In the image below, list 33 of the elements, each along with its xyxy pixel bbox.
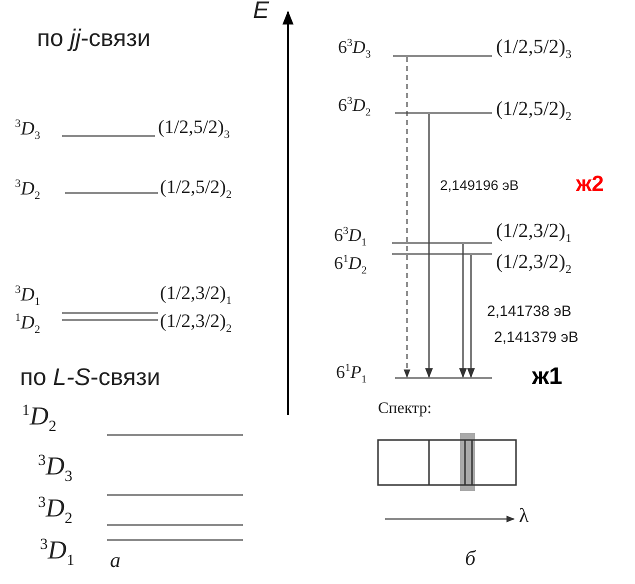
coupling-heading: по L-S-связи bbox=[20, 365, 160, 392]
state-label: (1/2,3/2)$_{2}$ bbox=[496, 251, 572, 276]
term-label: $^{3}$D$_{2}$ bbox=[15, 178, 40, 203]
term-label: $^{3}$D$_{1}$ bbox=[15, 284, 40, 309]
term-label: 6$^{1}$P$_{1}$ bbox=[336, 363, 367, 386]
panel-label: а bbox=[110, 549, 120, 572]
term-label: $^{3}$D$_{2}$ bbox=[38, 494, 72, 527]
state-label: (1/2,3/2)$_{1}$ bbox=[496, 220, 572, 246]
wavelength-label: λ bbox=[519, 505, 529, 527]
state-label: (1/2,3/2)$_{1}$ bbox=[160, 284, 232, 308]
term-label: $^{3}$D$_{1}$ bbox=[40, 536, 74, 569]
axis-label: E bbox=[253, 0, 270, 24]
term-label: $^{1}$D$_{2}$ bbox=[15, 312, 40, 337]
spectrum-heading: Спектр: bbox=[378, 400, 432, 418]
energy-value: 2,141738 эВ bbox=[487, 304, 572, 320]
term-label: $^{3}$D$_{3}$ bbox=[38, 452, 72, 485]
term-label: $^{3}$D$_{3}$ bbox=[15, 118, 40, 143]
energy-value: 2,141379 эВ bbox=[494, 330, 578, 346]
panel-label: б bbox=[465, 547, 476, 570]
term-label: 6$^{1}$D$_{2}$ bbox=[334, 254, 367, 278]
energy-value: 2,149196 эВ bbox=[440, 178, 519, 194]
state-label: (1/2,5/2)$_{2}$ bbox=[496, 98, 572, 124]
line-label: ж2 bbox=[576, 172, 604, 196]
term-label: 6$^{3}$D$_{1}$ bbox=[334, 226, 367, 250]
line-label: ж1 bbox=[532, 364, 562, 390]
coupling-heading: по jj-связи bbox=[37, 26, 151, 52]
term-label: 6$^{3}$D$_{3}$ bbox=[338, 38, 371, 62]
term-label: $^{1}$D$_{2}$ bbox=[22, 402, 56, 435]
state-label: (1/2,5/2)$_{3}$ bbox=[496, 36, 572, 62]
state-label: (1/2,5/2)$_{2}$ bbox=[160, 178, 232, 202]
term-label: 6$^{3}$D$_{2}$ bbox=[338, 96, 371, 120]
state-label: (1/2,3/2)$_{2}$ bbox=[160, 312, 232, 336]
state-label: (1/2,5/2)$_{3}$ bbox=[158, 118, 230, 142]
